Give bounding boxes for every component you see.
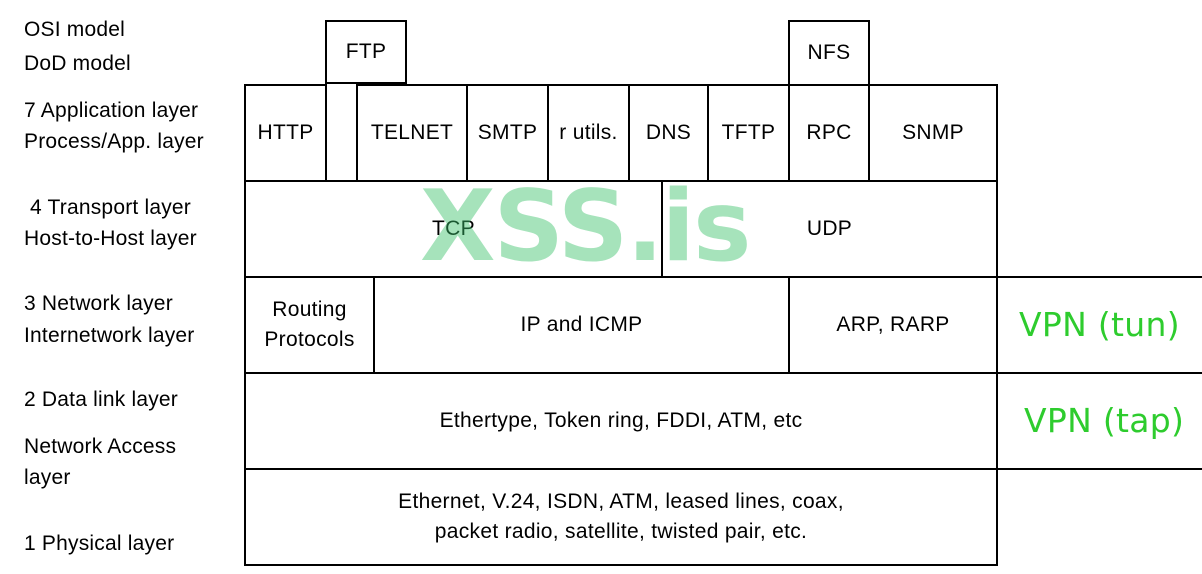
box-udp-label: UDP bbox=[806, 217, 853, 240]
box-physical: Ethernet, V.24, ISDN, ATM, leased lines,… bbox=[244, 468, 998, 566]
label-network-access-cont: layer bbox=[24, 466, 71, 489]
box-ip-icmp-label: IP and ICMP bbox=[520, 313, 643, 336]
box-physical-line-1: Ethernet, V.24, ISDN, ATM, leased lines,… bbox=[398, 490, 844, 513]
box-ftp-label: FTP bbox=[345, 40, 387, 63]
box-rpc: RPC bbox=[788, 84, 870, 182]
box-http: HTTP bbox=[244, 84, 327, 182]
box-telnet-label: TELNET bbox=[370, 121, 454, 144]
box-udp: UDP bbox=[661, 180, 998, 278]
box-rutils-label: r utils. bbox=[559, 121, 618, 144]
box-tftp: TFTP bbox=[707, 84, 790, 182]
vpn-tap-label: VPN (tap) bbox=[1024, 401, 1185, 440]
box-nfs-label: NFS bbox=[807, 41, 851, 64]
osi-model-header: OSI model bbox=[24, 18, 126, 41]
box-ip-icmp: IP and ICMP bbox=[373, 276, 790, 374]
box-snmp-label: SNMP bbox=[902, 121, 964, 144]
box-routing-label-1: Routing bbox=[272, 298, 347, 321]
label-transport-dod: Host-to-Host layer bbox=[24, 227, 197, 250]
box-snmp: SNMP bbox=[868, 84, 998, 182]
box-smtp: SMTP bbox=[466, 84, 549, 182]
box-http-label: HTTP bbox=[257, 121, 314, 144]
box-arp-rarp-label: ARP, RARP bbox=[836, 313, 950, 336]
box-arp-rarp: ARP, RARP bbox=[788, 276, 998, 374]
label-physical-osi: 1 Physical layer bbox=[24, 532, 175, 555]
box-tftp-label: TFTP bbox=[721, 121, 776, 144]
label-network-dod: Internetwork layer bbox=[24, 324, 195, 347]
box-ftp-stem bbox=[325, 82, 358, 182]
label-transport-osi: 4 Transport layer bbox=[30, 196, 191, 219]
label-application-dod: Process/App. layer bbox=[24, 130, 204, 153]
dod-model-header: DoD model bbox=[24, 52, 131, 75]
box-ethertype-label: Ethertype, Token ring, FDDI, ATM, etc bbox=[439, 409, 803, 432]
box-vpn-tap: VPN (tap) bbox=[996, 372, 1202, 470]
box-dns-label: DNS bbox=[645, 121, 692, 144]
label-network-access: Network Access bbox=[24, 435, 177, 458]
label-network-osi: 3 Network layer bbox=[24, 292, 173, 315]
box-ftp: FTP bbox=[325, 20, 407, 84]
box-physical-line-2: packet radio, satellite, twisted pair, e… bbox=[434, 520, 808, 543]
box-smtp-label: SMTP bbox=[477, 121, 538, 144]
box-dns: DNS bbox=[628, 84, 709, 182]
box-telnet: TELNET bbox=[356, 84, 468, 182]
box-tcp-label: TCP bbox=[432, 217, 475, 240]
label-application-osi: 7 Application layer bbox=[24, 99, 199, 122]
box-routing-protocols: Routing Protocols bbox=[244, 276, 375, 374]
box-routing-label-2: Protocols bbox=[264, 328, 355, 351]
box-ethertype: Ethertype, Token ring, FDDI, ATM, etc bbox=[244, 372, 998, 470]
box-tcp: TCP bbox=[244, 180, 663, 278]
box-rpc-label: RPC bbox=[806, 121, 852, 144]
box-vpn-tun: VPN (tun) bbox=[996, 276, 1202, 374]
box-rutils: r utils. bbox=[547, 84, 630, 182]
vpn-tun-label: VPN (tun) bbox=[1019, 305, 1180, 344]
box-nfs: NFS bbox=[788, 20, 870, 86]
label-datalink-osi: 2 Data link layer bbox=[24, 388, 178, 411]
